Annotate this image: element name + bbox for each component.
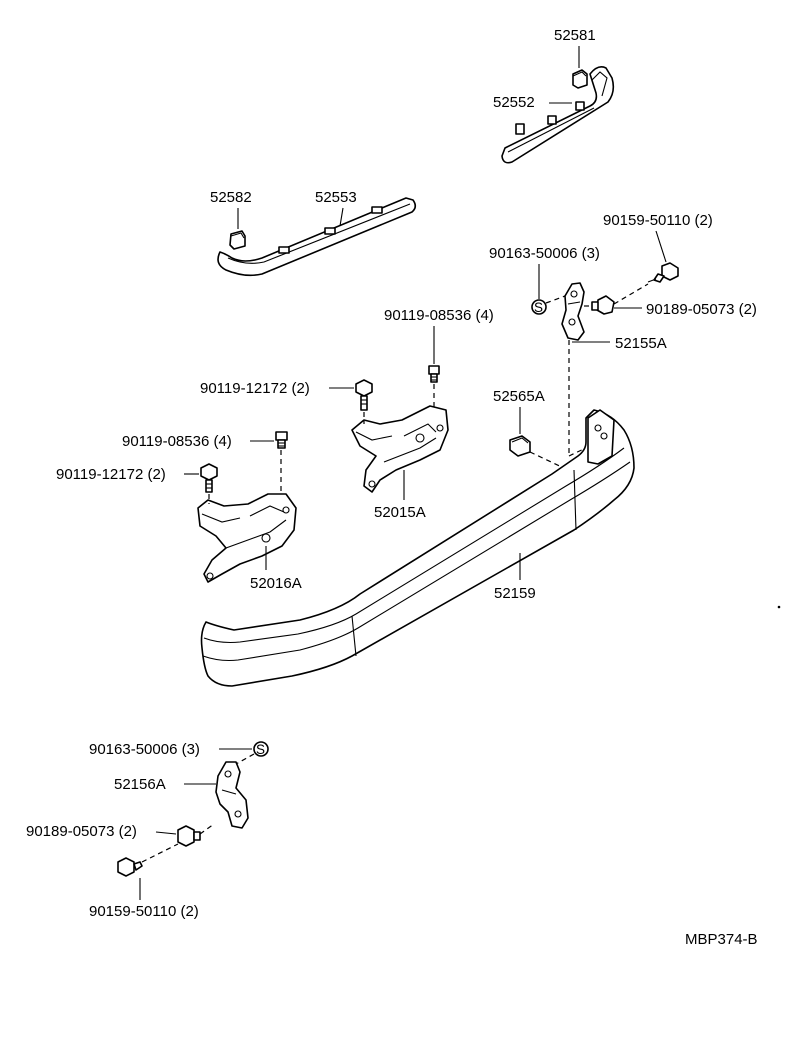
bracket-52015A bbox=[351, 405, 449, 493]
label-52015A: 52015A bbox=[374, 504, 426, 521]
label-90163-bottom: 90163-50006 (3) bbox=[89, 741, 200, 758]
stray-dot bbox=[777, 605, 781, 609]
label-90119-08536-mid: 90119-08536 (4) bbox=[384, 307, 494, 324]
label-52581: 52581 bbox=[554, 27, 596, 44]
label-52016A: 52016A bbox=[250, 575, 302, 592]
label-90163-top: 90163-50006 (3) bbox=[489, 245, 600, 262]
bumper-52159 bbox=[200, 409, 635, 687]
molding-52553 bbox=[217, 197, 417, 277]
label-90119-08536-left: 90119-08536 (4) bbox=[122, 433, 232, 450]
s-clip-top-mark: S bbox=[534, 300, 543, 315]
bolt-90119-12172-mid bbox=[355, 379, 373, 411]
label-52582: 52582 bbox=[210, 189, 252, 206]
label-90189-top: 90189-05073 (2) bbox=[646, 301, 757, 318]
screw-90159-bottom bbox=[117, 857, 143, 877]
bracket-52155A bbox=[561, 282, 585, 341]
bolt-90119-12172-left bbox=[200, 463, 218, 493]
diagram-code: MBP374-B bbox=[685, 931, 758, 948]
label-52159: 52159 bbox=[494, 585, 536, 602]
bolt-90119-08536-mid bbox=[428, 365, 440, 383]
clip-52582 bbox=[229, 230, 246, 250]
grommet-90189-top bbox=[591, 295, 615, 315]
clip-52565A bbox=[509, 435, 531, 457]
label-52565A: 52565A bbox=[493, 388, 545, 405]
label-90119-12172-left: 90119-12172 (2) bbox=[56, 466, 166, 483]
screw-90159-top bbox=[647, 262, 679, 283]
label-90119-12172-mid: 90119-12172 (2) bbox=[200, 380, 310, 397]
bracket-52156A bbox=[215, 761, 249, 829]
grommet-90189-bottom bbox=[177, 825, 201, 847]
label-90189-bottom: 90189-05073 (2) bbox=[26, 823, 137, 840]
s-clip-bottom: S bbox=[253, 741, 269, 757]
molding-52552 bbox=[501, 66, 615, 164]
label-52155A: 52155A bbox=[615, 335, 667, 352]
label-52553: 52553 bbox=[315, 189, 357, 206]
label-52156A: 52156A bbox=[114, 776, 166, 793]
label-90159-top: 90159-50110 (2) bbox=[603, 212, 713, 229]
bracket-52016A bbox=[197, 493, 297, 583]
label-52552: 52552 bbox=[493, 94, 535, 111]
s-clip-top: S bbox=[531, 299, 547, 315]
s-clip-bottom-mark: S bbox=[256, 742, 265, 757]
clip-52581 bbox=[572, 69, 588, 89]
bolt-90119-08536-left bbox=[275, 431, 288, 449]
label-90159-bottom: 90159-50110 (2) bbox=[89, 903, 199, 920]
